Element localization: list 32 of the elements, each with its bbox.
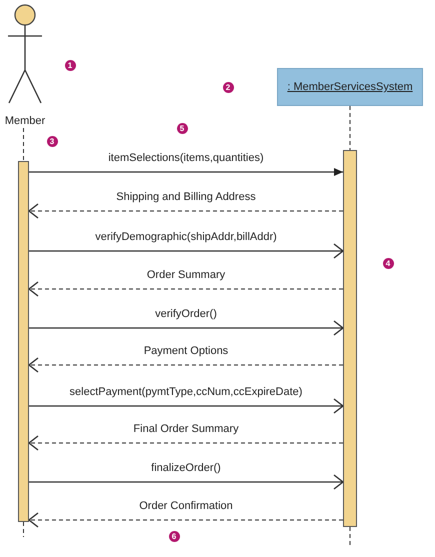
lifeline [23, 128, 24, 162]
return-arrow [28, 512, 344, 528]
actor-name: Member [4, 115, 46, 128]
message-label: finalizeOrder() [149, 462, 223, 475]
return-arrow [28, 203, 344, 219]
message-arrow [29, 243, 344, 259]
activation-bar [18, 161, 29, 522]
callout-number: 3 [46, 136, 58, 146]
message-label: verifyOrder() [153, 308, 219, 321]
message-label: itemSelections(items,quantities) [106, 152, 266, 165]
return-arrow [28, 281, 344, 297]
lifeline [23, 522, 24, 538]
return-arrow [28, 435, 344, 451]
object-box [277, 68, 423, 106]
message-arrow [29, 398, 344, 414]
callout-number: 6 [168, 530, 180, 542]
message-label: Order Summary [144, 269, 228, 282]
message-arrow [29, 474, 344, 490]
message-label: Payment Options [142, 345, 230, 358]
callout-number: 2 [222, 82, 234, 92]
message-label: Shipping and Billing Address [114, 191, 258, 204]
message-label: Final Order Summary [131, 423, 241, 436]
activation-bar [343, 150, 357, 527]
callout-number: 1 [64, 60, 76, 70]
callout-number: 4 [382, 258, 394, 268]
message-arrow [29, 320, 344, 336]
callout-number: 5 [176, 122, 188, 134]
message-arrow [29, 168, 343, 176]
message-label: selectPayment(pymtType,ccNum,ccExpireDate) [68, 386, 304, 399]
message-label: verifyDemographic(shipAddr,billAddr) [93, 231, 279, 244]
return-arrow [28, 357, 344, 373]
object-name: : MemberServicesSystem [287, 81, 413, 93]
